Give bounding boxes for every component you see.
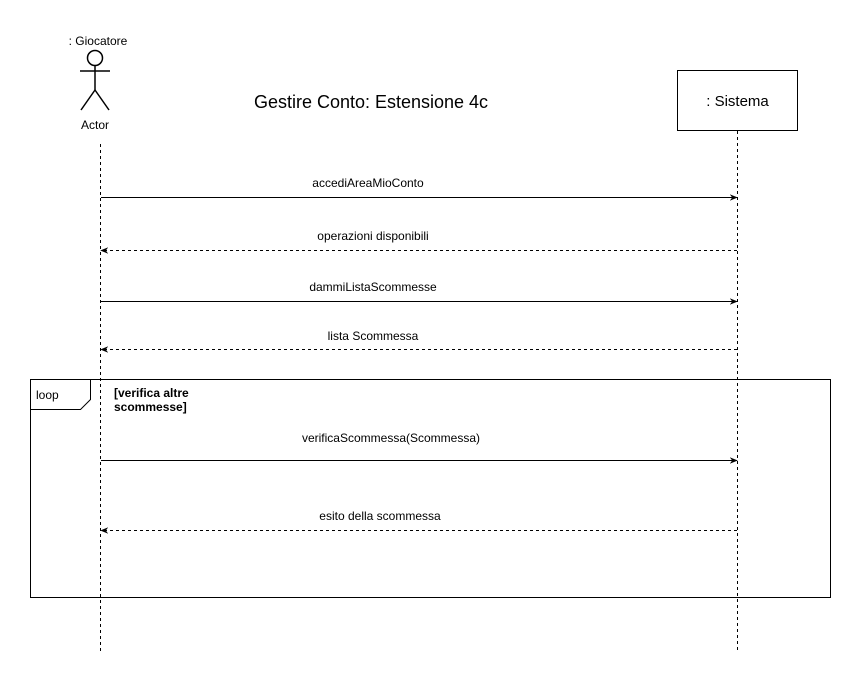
loop-frame bbox=[30, 379, 831, 598]
actor-name: : Giocatore bbox=[69, 34, 128, 48]
system-box bbox=[677, 70, 798, 131]
message-3: dammiListaScommesse bbox=[101, 280, 738, 305]
loop-fragment: loop [verifica altre scommesse] verifica… bbox=[30, 379, 831, 598]
message-1: accediAreaMioConto bbox=[101, 176, 738, 201]
stick-figure-icon bbox=[80, 49, 110, 111]
diagram-title: Gestire Conto: Estensione 4c bbox=[254, 92, 488, 112]
message-label: accediAreaMioConto bbox=[312, 176, 424, 190]
message-label: lista Scommessa bbox=[328, 329, 419, 343]
loop-guard-line-1: [verifica altre bbox=[114, 386, 189, 400]
message-label: operazioni disponibili bbox=[317, 229, 428, 243]
message-4: lista Scommessa bbox=[100, 329, 737, 353]
message-label: esito della scommessa bbox=[319, 509, 441, 523]
system-lifeline-head: : Sistema bbox=[677, 70, 798, 131]
message-label: verificaScommessa(Scommessa) bbox=[302, 431, 480, 445]
actor-giocatore: : Giocatore Actor bbox=[69, 34, 128, 132]
loop-guard-line-2: scommesse] bbox=[114, 400, 187, 414]
actor-caption: Actor bbox=[81, 118, 109, 132]
loop-keyword-tab bbox=[30, 379, 91, 410]
message-label: dammiListaScommesse bbox=[309, 280, 437, 294]
message-2: operazioni disponibili bbox=[100, 229, 737, 254]
loop-message-2: esito della scommessa bbox=[100, 509, 737, 534]
loop-keyword: loop bbox=[36, 388, 59, 402]
loop-message-1: verificaScommessa(Scommessa) bbox=[101, 431, 738, 464]
system-name: : Sistema bbox=[706, 93, 769, 110]
